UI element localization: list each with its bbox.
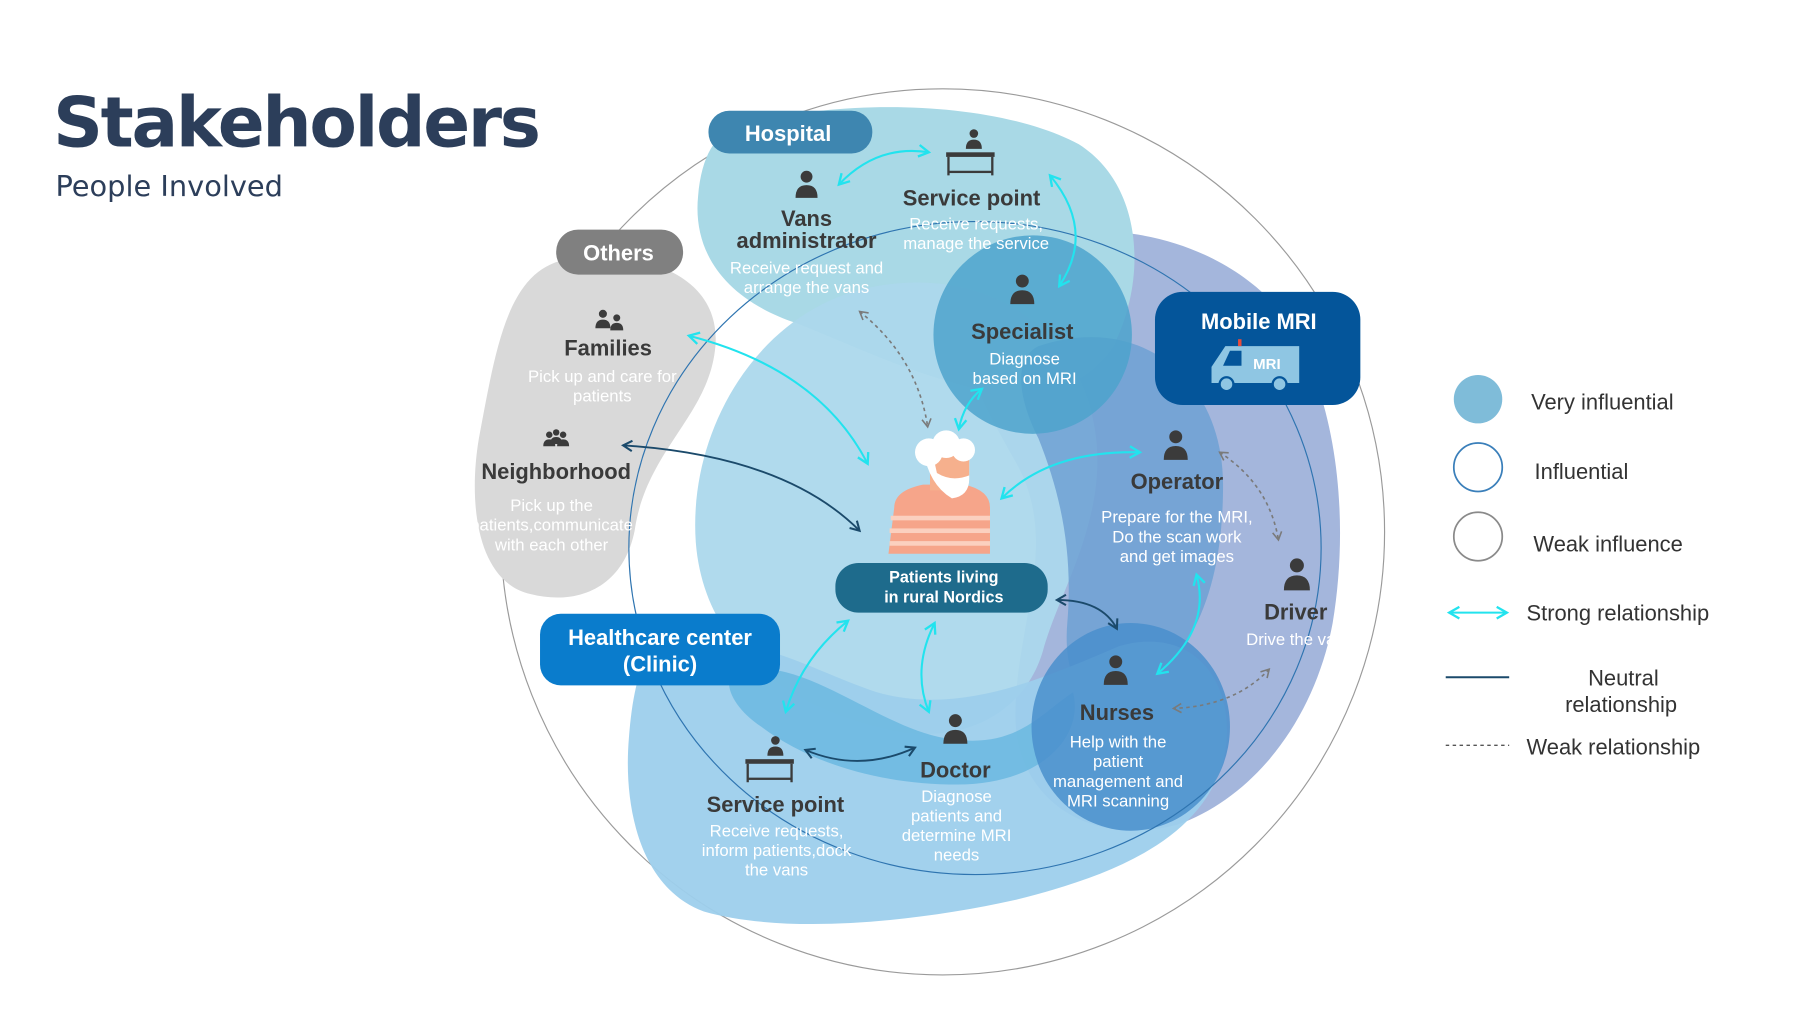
svg-text:patient: patient (1093, 752, 1144, 771)
others-label: Others (556, 229, 684, 275)
strong-arrow-patient-doctor (918, 620, 937, 715)
legend-very-influential: Very influential (1531, 390, 1673, 415)
svg-text:Diagnose: Diagnose (921, 787, 992, 806)
neutral-arrow-neighborhood-patient (621, 439, 862, 533)
svg-text:Families: Families (564, 335, 652, 360)
stakeholder-vans-administrator: Vans administrator Receive request and a… (730, 170, 883, 297)
strong-arrow-service-specialist (1048, 173, 1077, 289)
svg-text:patients: patients (573, 387, 632, 406)
stakeholder-hospital-service-point: Service point Receive requests, manage t… (903, 129, 1049, 253)
legend-weak-relationship: Weak relationship (1526, 735, 1700, 760)
svg-text:patients and: patients and (911, 806, 1002, 825)
svg-text:Pick up and care for: Pick up and care for (528, 367, 677, 386)
mri-van-icon: MRI (1211, 339, 1300, 393)
svg-text:Vans: Vans (781, 206, 832, 231)
svg-text:Do the scan work: Do the scan work (1112, 527, 1242, 546)
svg-text:Nurses: Nurses (1080, 700, 1154, 725)
legend: Very influential Influential Weak influe… (1445, 374, 1709, 760)
patients-label: Patients living in rural Nordics (835, 563, 1048, 613)
stakeholder-nurses: Nurses Help with the patient management … (1053, 655, 1183, 810)
legend-strong-relationship: Strong relationship (1526, 601, 1709, 626)
strong-arrow-operator-patient (999, 445, 1143, 501)
legend-influential-swatch (1452, 442, 1504, 493)
healthcare-center-label: Healthcare center (Clinic) (540, 613, 781, 686)
svg-text:Mobile MRI: Mobile MRI (1201, 309, 1317, 334)
svg-text:in rural Nordics: in rural Nordics (884, 588, 1003, 606)
strong-arrow-specialist-patient (953, 387, 984, 432)
svg-text:Prepare for the MRI,: Prepare for the MRI, (1101, 508, 1252, 527)
weak-arrow-driver-nurses (1171, 668, 1271, 714)
strong-arrow-patient-servicepoint (781, 619, 850, 715)
stakeholder-driver: Driver Drive the vans (1246, 558, 1353, 649)
svg-text:Healthcare center: Healthcare center (568, 625, 752, 650)
svg-text:with each other: with each other (494, 535, 609, 554)
stakeholder-doctor: Doctor Diagnose patients and determine M… (902, 714, 1012, 865)
svg-text:MRI scanning: MRI scanning (1067, 791, 1169, 810)
neutral-arrow-patient-nurses (1054, 593, 1119, 631)
svg-text:Receive requests,: Receive requests, (909, 215, 1043, 234)
stakeholder-clinic-service-point: Service point Receive requests, inform p… (702, 736, 852, 880)
svg-text:Specialist: Specialist (971, 319, 1074, 344)
mobile-mri-label: Mobile MRI MRI (1154, 291, 1361, 405)
page-subtitle: People Involved (55, 169, 283, 203)
reception-desk-icon (946, 129, 995, 176)
legend-very-influential-swatch (1453, 374, 1503, 424)
legend-neutral-relationship: Neutral (1588, 665, 1659, 690)
weak-arrow-vans-patient (858, 310, 932, 429)
svg-text:inform patients,dock: inform patients,dock (702, 841, 852, 860)
svg-text:(Clinic): (Clinic) (623, 651, 697, 676)
svg-text:Neighborhood: Neighborhood (481, 459, 631, 484)
svg-text:Driver: Driver (1264, 600, 1328, 625)
svg-text:determine MRI: determine MRI (902, 826, 1012, 845)
svg-text:Others: Others (583, 241, 654, 266)
svg-text:Receive requests,: Receive requests, (710, 821, 844, 840)
svg-text:needs: needs (934, 846, 980, 865)
legend-weak-influence: Weak influence (1533, 531, 1682, 556)
strong-arrow-operator-nurses (1155, 572, 1206, 676)
svg-text:the vans: the vans (745, 861, 808, 880)
svg-text:Patients living: Patients living (889, 569, 998, 587)
weak-arrow-operator-driver (1218, 451, 1283, 542)
legend-weak-influence-swatch (1452, 511, 1504, 562)
svg-text:Service point: Service point (707, 792, 845, 817)
legend-influential: Influential (1535, 459, 1629, 484)
svg-text:based on MRI: based on MRI (973, 369, 1077, 388)
svg-text:Diagnose: Diagnose (989, 350, 1060, 369)
specialist-region (933, 235, 1132, 434)
svg-text:Hospital: Hospital (745, 121, 831, 146)
stakeholder-families: Families Pick up and care for patients (528, 309, 677, 406)
neutral-arrow-servicepoint-doctor (803, 745, 917, 762)
svg-text:Pick up the: Pick up the (510, 496, 593, 515)
stakeholder-neighborhood: Neighborhood Pick up the patients,commun… (470, 429, 633, 554)
svg-text:Service point: Service point (903, 185, 1041, 210)
hospital-label: Hospital (708, 110, 873, 154)
svg-text:Receive request and: Receive request and (730, 258, 883, 277)
svg-text:patients,communicate: patients,communicate (470, 516, 633, 535)
others-region (474, 257, 716, 598)
svg-text:Operator: Operator (1131, 469, 1224, 494)
stakeholder-specialist: Specialist Diagnose based on MRI (971, 274, 1077, 388)
svg-text:Doctor: Doctor (920, 758, 991, 783)
svg-text:relationship: relationship (1565, 692, 1677, 717)
svg-text:manage the service: manage the service (903, 234, 1049, 253)
svg-text:arrange the vans: arrange the vans (744, 278, 869, 297)
svg-text:administrator: administrator (737, 228, 877, 253)
svg-text:MRI: MRI (1253, 356, 1280, 373)
patient-illustration (888, 430, 990, 554)
svg-text:management and: management and (1053, 772, 1183, 791)
influential-ring (628, 220, 1322, 876)
page-title: Stakeholders (53, 84, 538, 164)
svg-text:Help with the: Help with the (1070, 733, 1167, 752)
svg-text:and get images: and get images (1120, 547, 1234, 566)
svg-text:Drive the vans: Drive the vans (1246, 630, 1353, 649)
reception-desk-icon (745, 736, 794, 783)
strong-arrow-vans-service (837, 144, 932, 187)
stakeholder-operator: Operator Prepare for the MRI, Do the sca… (1101, 430, 1253, 566)
